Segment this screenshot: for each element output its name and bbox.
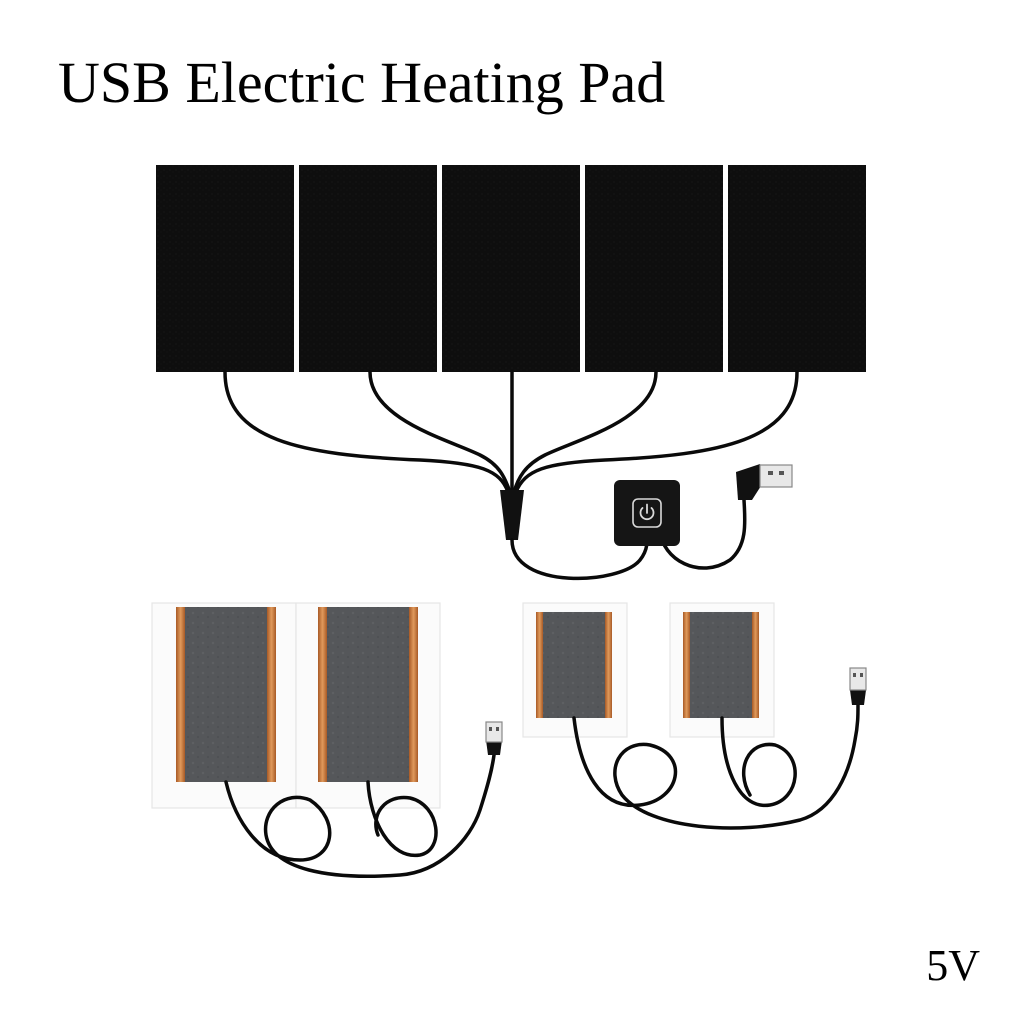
film-pad-small-1 xyxy=(536,612,612,718)
large-pad-cables xyxy=(224,753,496,878)
usb-plug-icon xyxy=(485,721,503,755)
film-pad-large-2 xyxy=(318,607,418,782)
power-icon xyxy=(639,503,655,521)
pad-cables xyxy=(223,370,799,494)
heating-pad-5 xyxy=(728,165,866,372)
film-pad-small-2 xyxy=(683,612,759,718)
voltage-label: 5V xyxy=(926,941,980,990)
heating-pad-3 xyxy=(442,165,580,372)
product-title: USB Electric Heating Pad xyxy=(58,50,666,115)
small-pad-cables xyxy=(572,703,860,830)
film-pad-large-1 xyxy=(176,607,276,782)
five-pad-set xyxy=(156,165,866,581)
heating-pad-4 xyxy=(585,165,723,372)
usb-plug-icon xyxy=(849,667,867,705)
usb-plug-icon xyxy=(736,464,793,500)
heating-pad-1 xyxy=(156,165,294,372)
small-film-pad-set xyxy=(522,602,867,830)
heating-pad-2 xyxy=(299,165,437,372)
power-switch xyxy=(614,480,680,546)
large-film-pad-set xyxy=(151,602,503,878)
cable-splitter xyxy=(500,490,524,540)
